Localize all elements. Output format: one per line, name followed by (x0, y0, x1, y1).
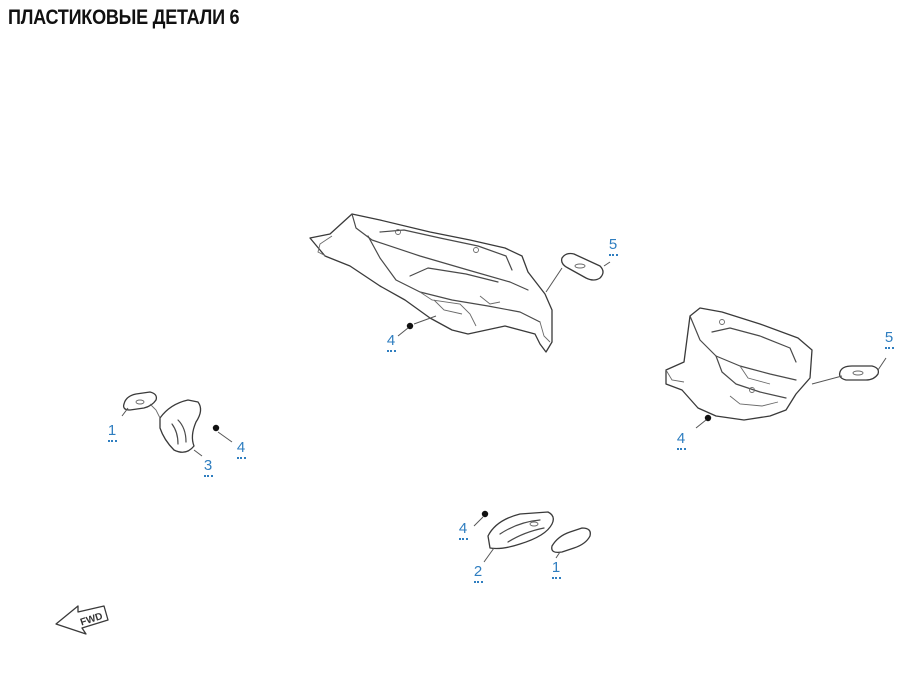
callout-4-center[interactable]: 4 (384, 333, 398, 352)
grille-part-3 (149, 399, 203, 457)
grille-part-2 (483, 511, 554, 563)
cap-part-5-center (560, 252, 611, 281)
callout-1-left[interactable]: 1 (105, 423, 119, 442)
callout-5-right[interactable]: 5 (882, 330, 896, 349)
callout-4-right[interactable]: 4 (674, 431, 688, 450)
page-title: ПЛАСТИКОВЫЕ ДЕТАЛИ 6 (8, 6, 240, 29)
fwd-arrow-icon: FWD (55, 605, 109, 635)
callout-5-center[interactable]: 5 (606, 237, 620, 256)
callout-3-left[interactable]: 3 (201, 458, 215, 477)
callout-1-lower[interactable]: 1 (549, 560, 563, 579)
cap-part-1-left (121, 391, 158, 417)
side-panel-part (665, 307, 813, 421)
cap-part-1-center (551, 527, 591, 559)
callout-2-lower[interactable]: 2 (471, 564, 485, 583)
callout-4-lower[interactable]: 4 (456, 521, 470, 540)
bolt-part-4 (212, 315, 712, 527)
cap-part-5-right (838, 357, 887, 381)
dash-panel-part (309, 213, 553, 353)
callout-4-left[interactable]: 4 (234, 440, 248, 459)
